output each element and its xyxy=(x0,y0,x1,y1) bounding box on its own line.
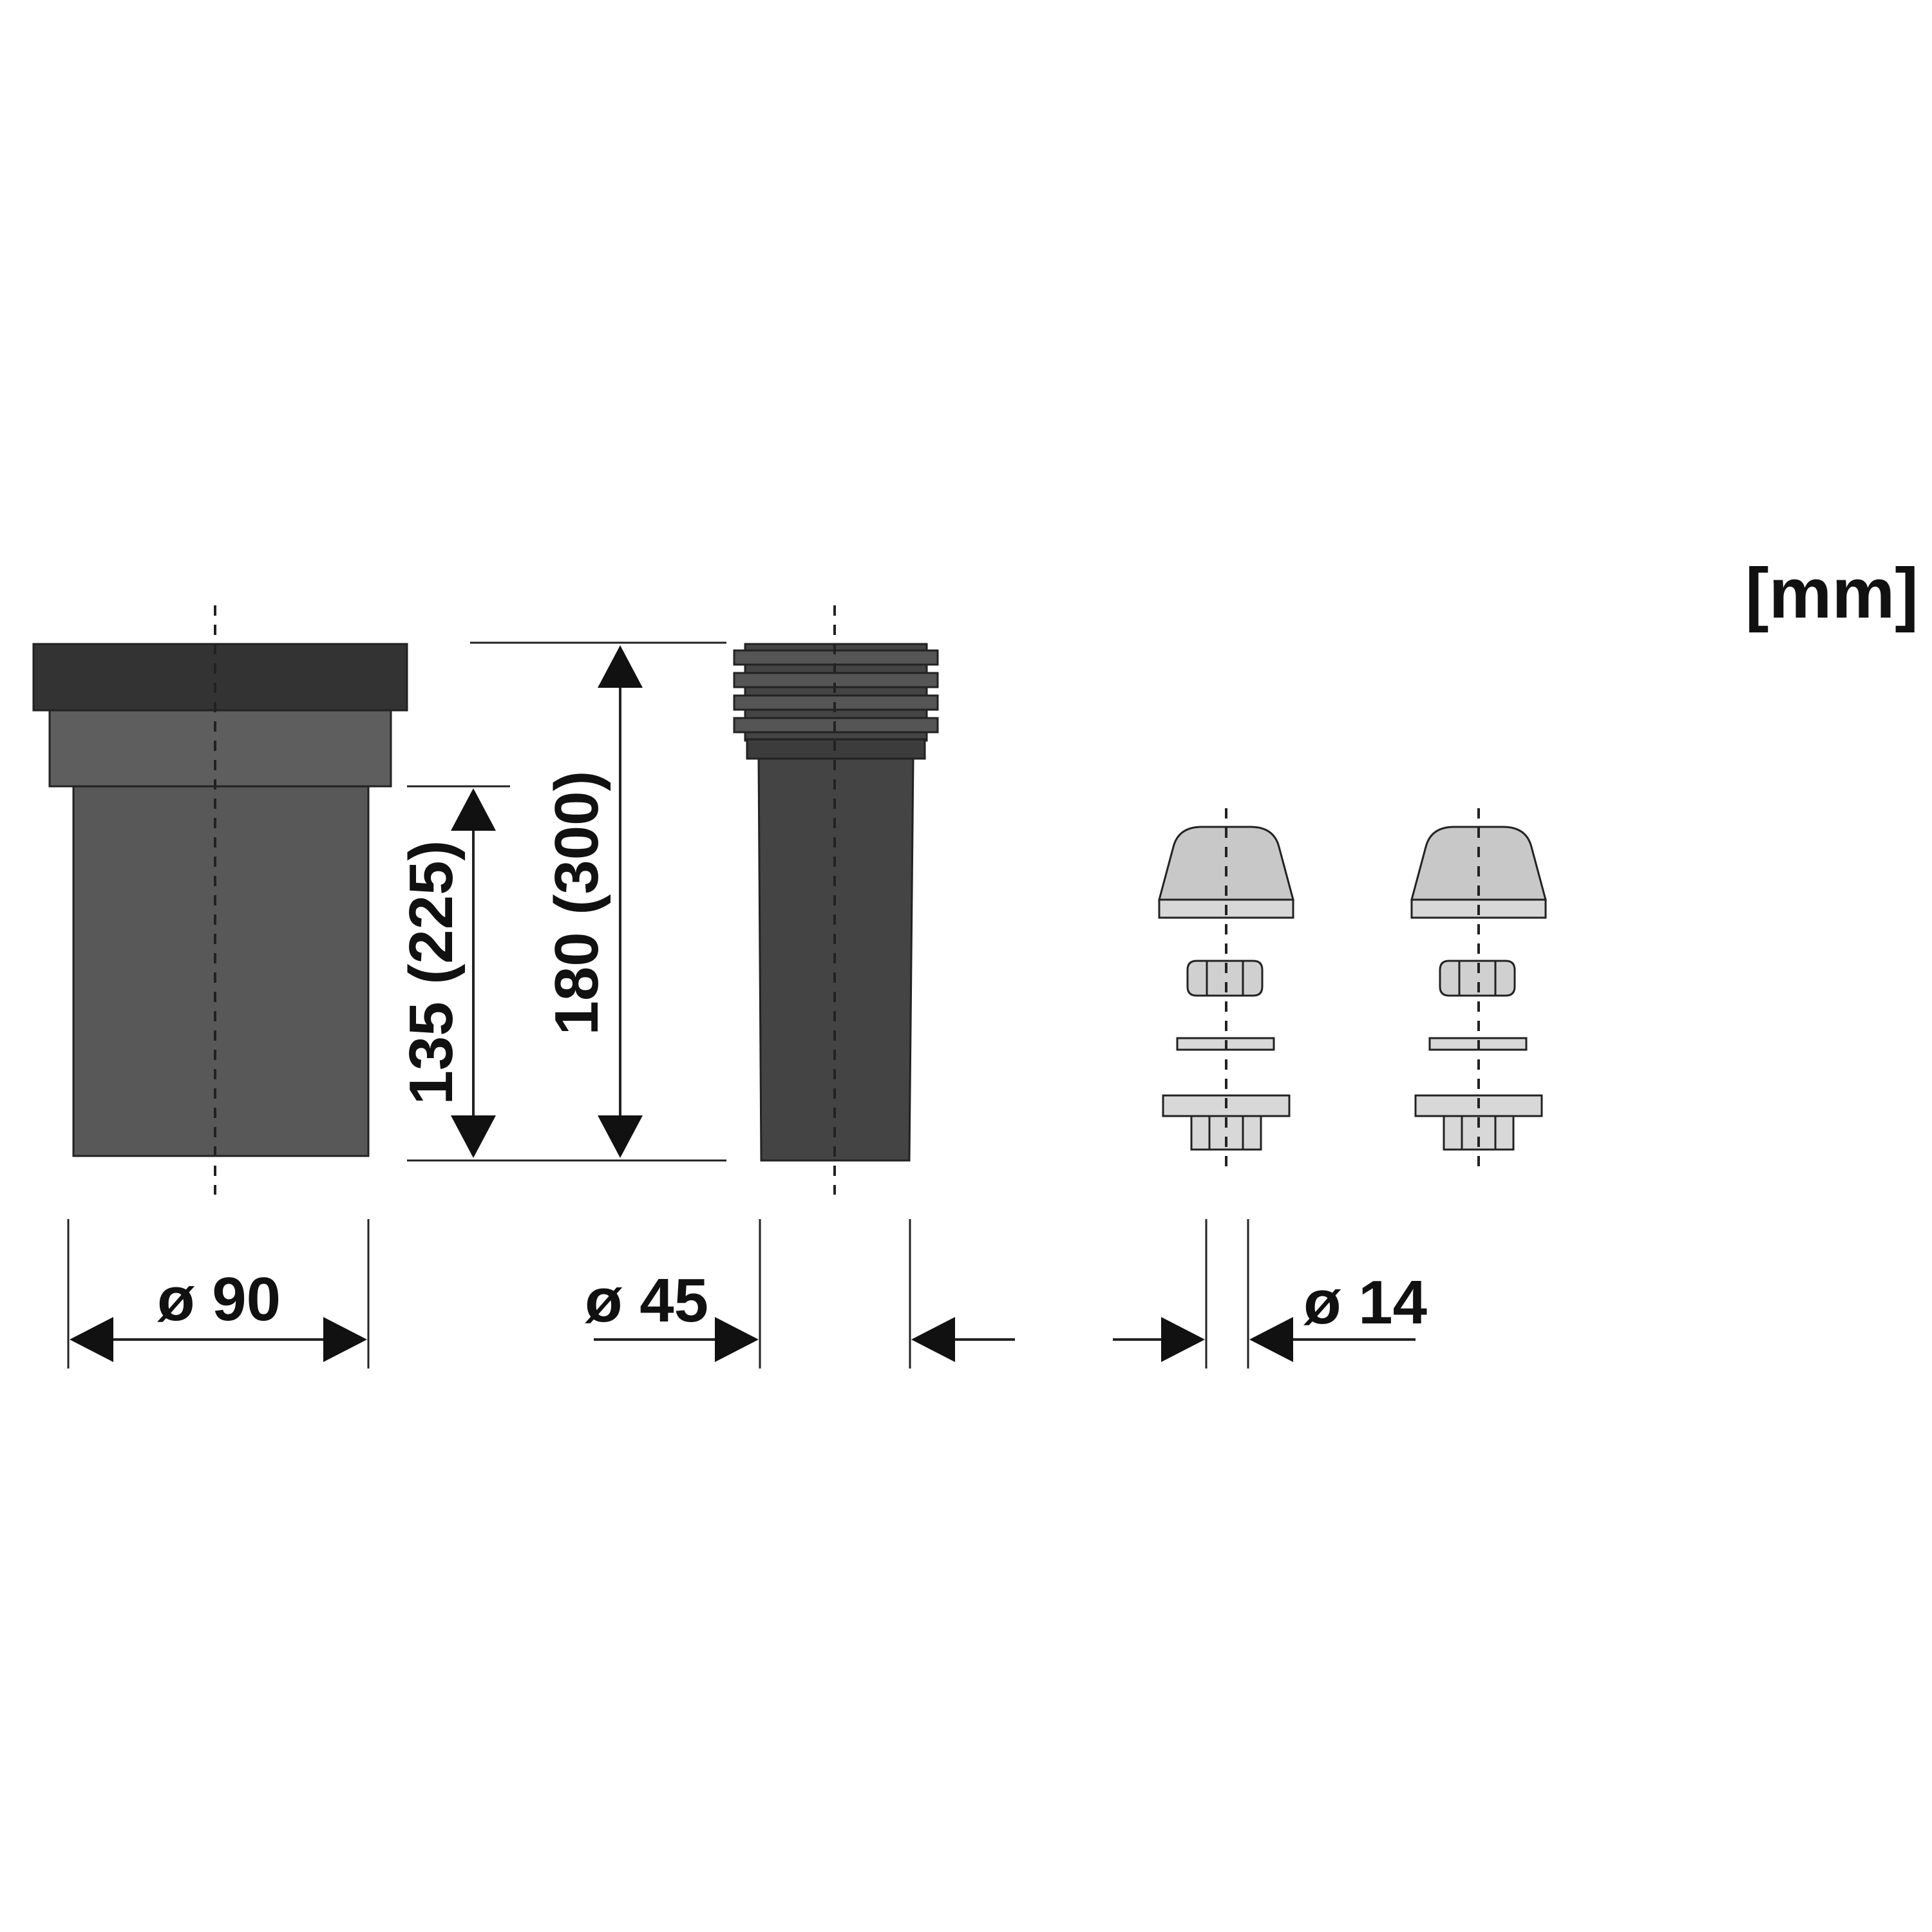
arrow-right-icon xyxy=(1161,1317,1205,1362)
arrow-left-icon xyxy=(1249,1317,1293,1362)
diameter-bolt-label: ø 14 xyxy=(1303,1268,1427,1337)
large-pipe-collar xyxy=(32,643,408,712)
arrow-down-icon xyxy=(598,1115,643,1158)
large-pipe-body xyxy=(72,785,370,1157)
height-total-dimension: 180 (300) xyxy=(542,645,643,1158)
arrow-right-icon xyxy=(715,1317,759,1362)
arrow-up-icon xyxy=(451,788,496,831)
cover-cap xyxy=(1158,826,1294,901)
large-pipe-step xyxy=(48,709,392,788)
bolt-set-right xyxy=(1410,808,1547,1172)
height-dimension-lines xyxy=(407,641,726,1162)
large-pipe-connector xyxy=(32,605,408,1195)
bolt-set-left xyxy=(1158,808,1294,1172)
height-inner-label: 135 (225) xyxy=(397,840,466,1105)
cover-cap xyxy=(1410,826,1547,901)
diameter-bolt-dimension: ø 14 xyxy=(1113,1219,1427,1368)
height-inner-dimension: 135 (225) xyxy=(397,788,496,1158)
arrow-left-icon xyxy=(911,1317,955,1362)
small-pipe-connector xyxy=(733,605,939,1195)
diameter-large-label: ø 90 xyxy=(157,1265,281,1334)
diameter-small-dimension: ø 45 xyxy=(585,1219,1015,1368)
height-total-label: 180 (300) xyxy=(542,771,611,1036)
unit-label: [mm] xyxy=(1745,554,1918,633)
diameter-small-label: ø 45 xyxy=(585,1266,708,1335)
diameter-large-dimension: ø 90 xyxy=(67,1219,370,1368)
arrow-left-icon xyxy=(70,1317,113,1362)
arrow-up-icon xyxy=(598,645,643,688)
arrow-right-icon xyxy=(323,1317,367,1362)
arrow-down-icon xyxy=(451,1115,496,1158)
